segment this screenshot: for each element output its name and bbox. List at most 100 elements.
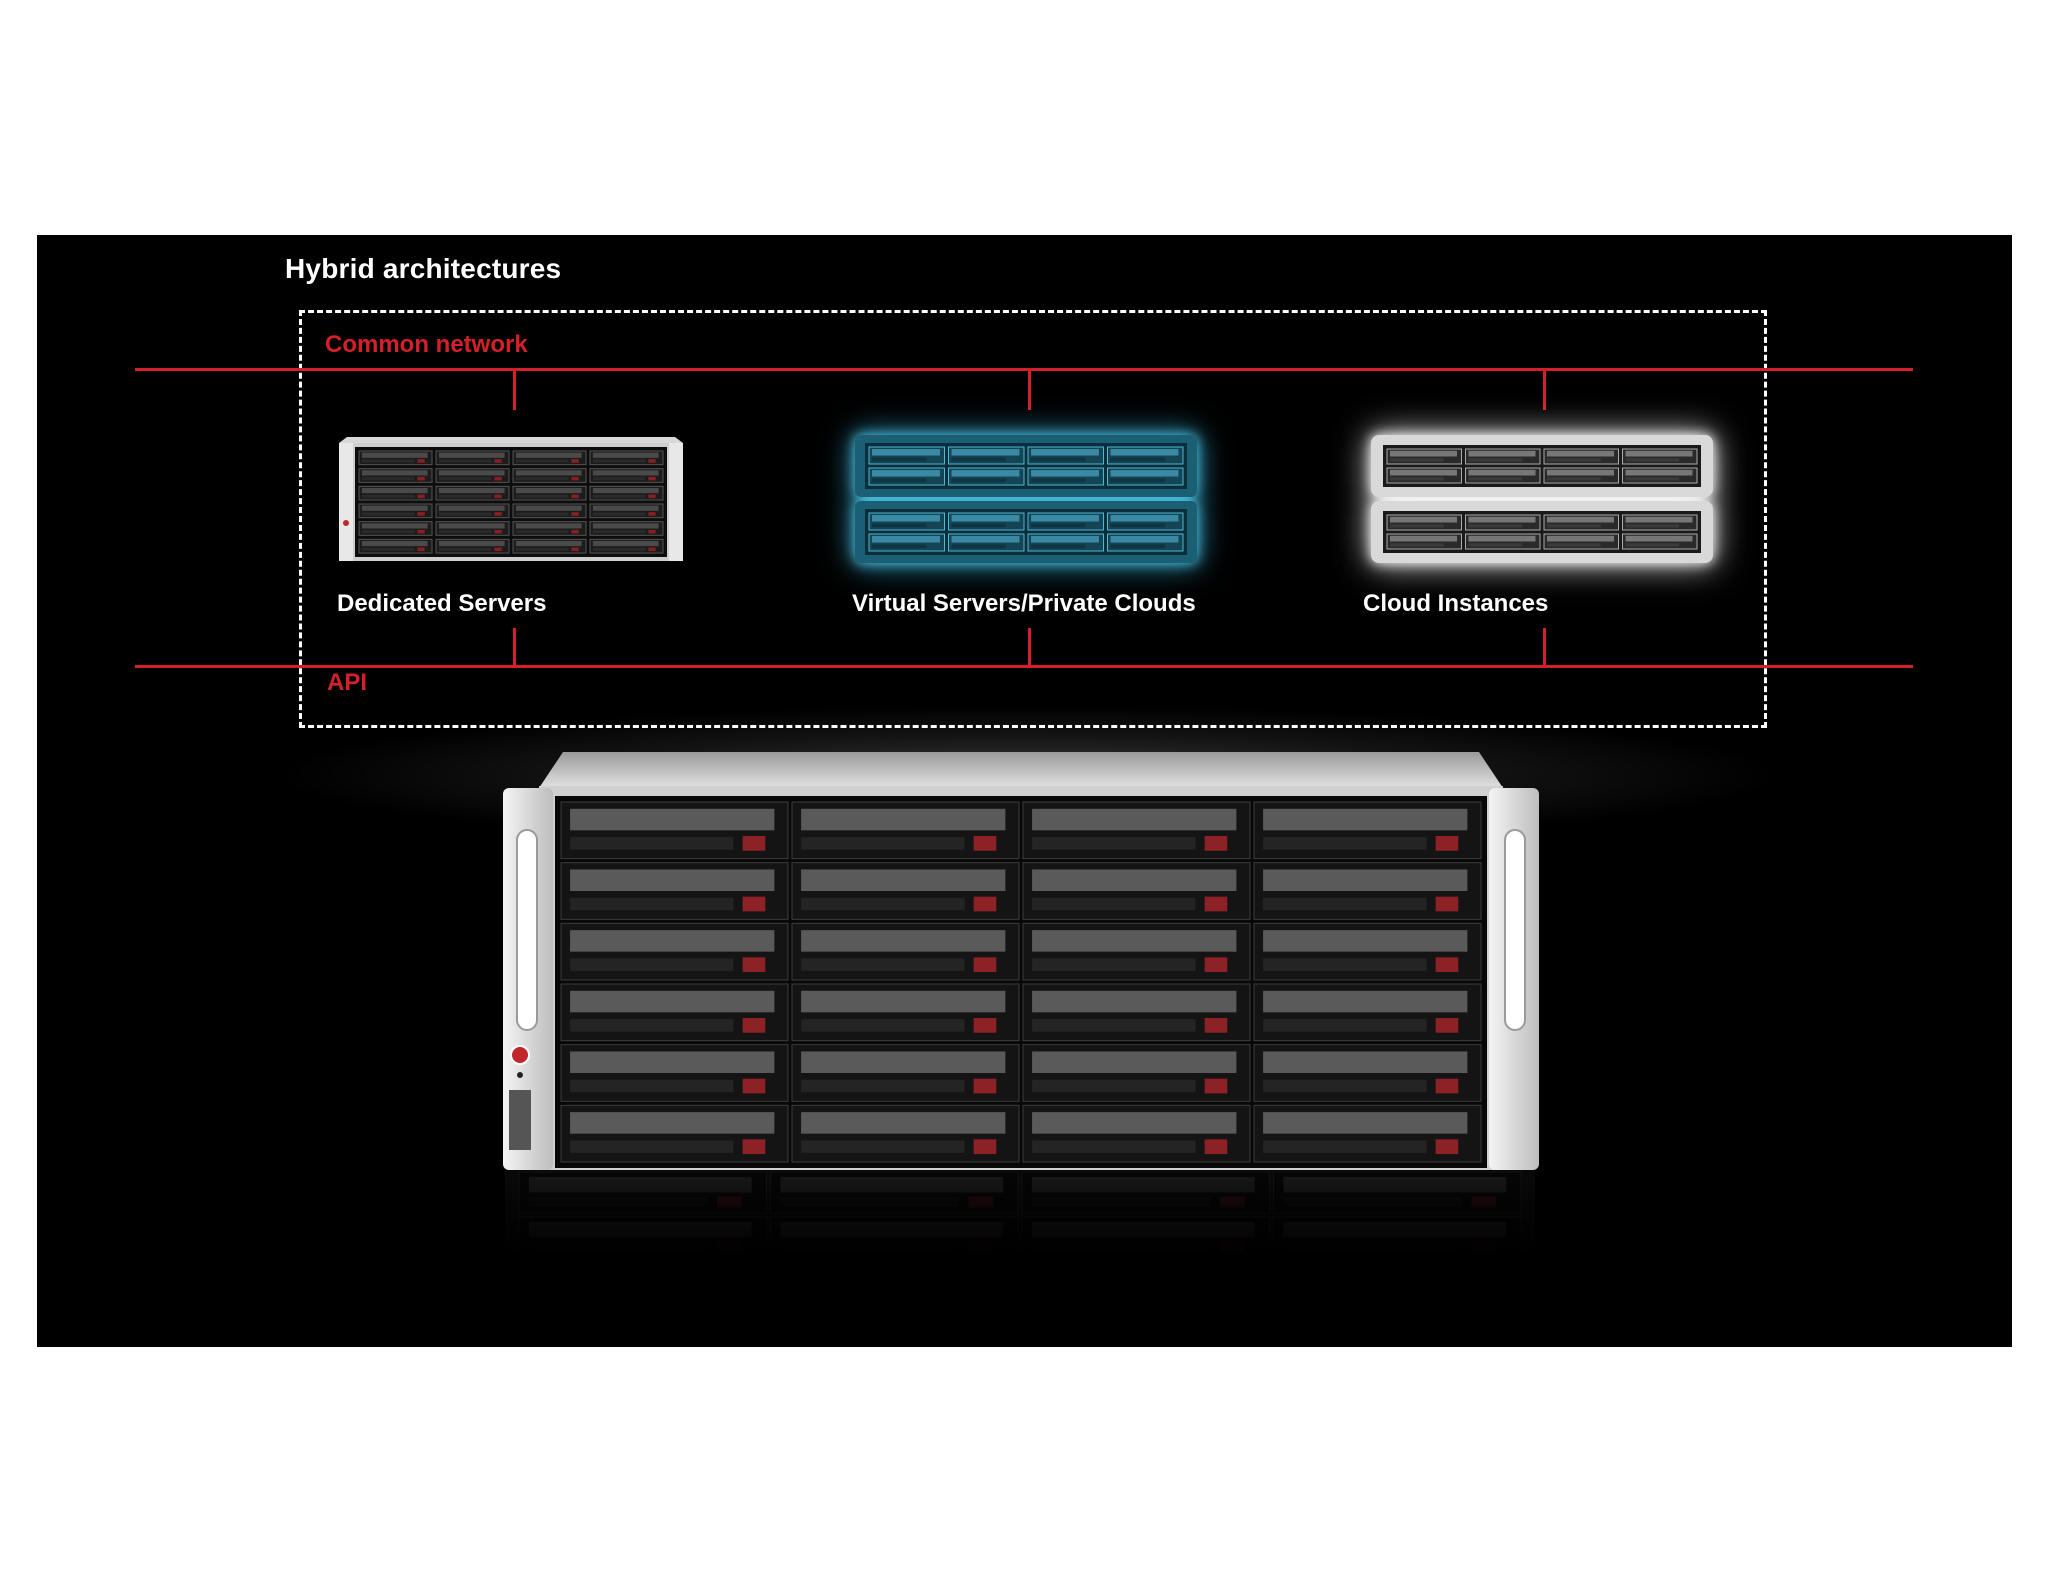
drive-bay <box>1253 922 1482 981</box>
drive-bay <box>589 468 664 483</box>
drive-bay <box>1622 533 1698 550</box>
api-drop-1 <box>513 628 516 666</box>
api-drop-3 <box>1543 628 1546 666</box>
drive-bay <box>560 1104 789 1163</box>
drive-bay <box>1107 446 1184 465</box>
slide-title: Hybrid architectures <box>285 253 562 284</box>
server-label-virtual: Virtual Servers/Private Clouds <box>852 590 1196 617</box>
drive-bay <box>1021 1216 1270 1259</box>
drive-bay <box>358 538 433 554</box>
drive-bay <box>791 1044 1020 1102</box>
drive-bay <box>512 503 587 519</box>
drive-bay <box>1465 514 1541 531</box>
drive-bay <box>1107 533 1184 552</box>
drive-bay <box>948 533 1025 552</box>
drive-bay <box>435 485 510 501</box>
drive-bay <box>1465 467 1541 484</box>
drive-bay <box>1543 448 1619 465</box>
drive-bay <box>868 512 945 531</box>
drive-bay <box>560 922 789 981</box>
cloud-instance-icon <box>1371 435 1713 563</box>
common-network-bus <box>135 368 1913 371</box>
drive-bay <box>1022 1104 1251 1163</box>
chassis-reflection <box>505 1170 1535 1260</box>
drive-bay <box>589 450 664 466</box>
drive-bay <box>1027 467 1104 486</box>
drive-bay <box>1022 983 1251 1042</box>
drive-bay <box>1253 801 1482 860</box>
server-label-cloud: Cloud Instances <box>1363 590 1549 617</box>
drive-bay <box>589 538 664 554</box>
drive-bay <box>770 1171 1019 1214</box>
drive-bay <box>1386 514 1462 531</box>
drive-bay <box>868 446 945 465</box>
common-network-drop-1 <box>513 370 516 410</box>
virtual-server-icon <box>855 435 1197 563</box>
drive-bay <box>1253 1104 1482 1163</box>
drive-bay <box>1107 512 1184 531</box>
drive-bay <box>1273 1171 1522 1214</box>
storage-server-chassis-icon <box>503 752 1539 1170</box>
drive-bay <box>1253 1044 1482 1102</box>
drive-bay <box>560 801 789 860</box>
architecture-slide: Hybrid architectures Common network API … <box>37 235 2012 1347</box>
drive-bay <box>560 983 789 1042</box>
drive-bay <box>1465 448 1541 465</box>
drive-bay <box>589 503 664 519</box>
drive-bay <box>1543 514 1619 531</box>
drive-bay <box>791 801 1020 860</box>
drive-bay <box>518 1216 767 1259</box>
drive-bay <box>1622 467 1698 484</box>
drive-bay <box>1022 801 1251 860</box>
drive-bay <box>1027 512 1104 531</box>
drive-bay <box>1386 467 1462 484</box>
drive-bay <box>868 467 945 486</box>
drive-bay <box>791 862 1020 920</box>
api-bus <box>135 665 1913 668</box>
drive-bay <box>1022 922 1251 981</box>
drive-bay <box>512 485 587 501</box>
drive-bay <box>1543 533 1619 550</box>
common-network-label: Common network <box>325 331 528 358</box>
drive-bay <box>1253 862 1482 920</box>
drive-bay <box>358 521 433 536</box>
drive-bay <box>948 446 1025 465</box>
drive-bay <box>1021 1171 1270 1214</box>
common-network-drop-2 <box>1028 370 1031 410</box>
drive-bay <box>512 538 587 554</box>
drive-bay <box>1465 533 1541 550</box>
drive-bay <box>1543 467 1619 484</box>
drive-bay <box>1622 448 1698 465</box>
server-label-dedicated: Dedicated Servers <box>337 590 547 617</box>
drive-bay <box>1386 533 1462 550</box>
api-label: API <box>327 669 368 696</box>
drive-bay <box>560 1044 789 1102</box>
drive-bay <box>358 503 433 519</box>
common-network-drop-3 <box>1543 370 1546 410</box>
drive-bay <box>791 1104 1020 1163</box>
drive-bay <box>1273 1216 1522 1259</box>
drive-bay <box>358 468 433 483</box>
drive-bay <box>518 1171 767 1214</box>
drive-bay <box>589 485 664 501</box>
drive-bay <box>512 521 587 536</box>
drive-bay <box>512 468 587 483</box>
hybrid-boundary <box>299 310 1767 728</box>
dedicated-server-icon <box>339 437 683 561</box>
drive-bay <box>512 450 587 466</box>
drive-bay <box>1027 533 1104 552</box>
drive-bay <box>358 485 433 501</box>
drive-bay <box>435 450 510 466</box>
drive-bay <box>435 503 510 519</box>
drive-bay <box>1027 446 1104 465</box>
drive-bay <box>1622 514 1698 531</box>
drive-bay <box>791 983 1020 1042</box>
drive-bay <box>948 467 1025 486</box>
drive-bay <box>435 521 510 536</box>
drive-bay <box>1386 448 1462 465</box>
drive-bay <box>1022 1044 1251 1102</box>
drive-bay <box>1022 862 1251 920</box>
api-drop-2 <box>1028 628 1031 666</box>
drive-bay <box>948 512 1025 531</box>
drive-bay <box>435 538 510 554</box>
